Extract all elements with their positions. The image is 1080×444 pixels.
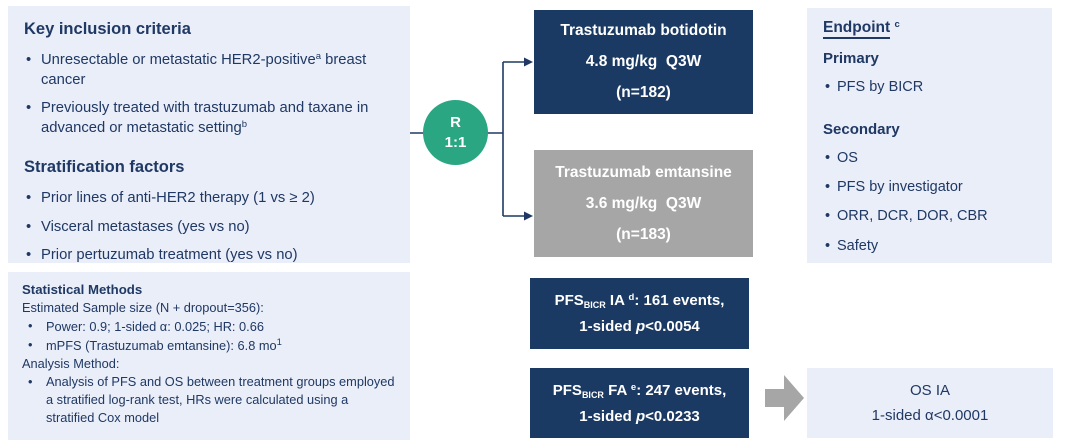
randomization-letter: R — [450, 114, 461, 131]
os-ia-line1: OS IA — [909, 382, 950, 399]
list-item: mPFS (Trastuzumab emtansine): 6.8 mo1 — [22, 336, 398, 355]
stratification-list: Prior lines of anti-HER2 therapy (1 vs ≥… — [24, 189, 396, 266]
secondary-endpoint-label: Secondary — [823, 121, 900, 139]
stats-sample-line: Estimated Sample size (N + dropout=356): — [22, 300, 264, 316]
stats-title: Statistical Methods — [22, 282, 143, 297]
arm-n: (n=182) — [616, 84, 671, 101]
arm-dose: 3.6 mg/kg Q3W — [585, 194, 702, 212]
arrowhead-top-icon — [524, 57, 533, 67]
list-item: ORR, DCR, DOR, CBR — [823, 207, 1040, 226]
endpoints-panel: Endpoint c Primary PFS by BICR Secondary… — [807, 8, 1052, 263]
primary-endpoint-list: PFS by BICR — [823, 78, 1040, 97]
inclusion-list: Unresectable or metastatic HER2-positive… — [24, 51, 396, 138]
os-interim-analysis-box: OS IA 1-sided α<0.0001 — [807, 368, 1053, 438]
arm-name: Trastuzumab botidotin — [560, 22, 727, 39]
randomization-badge: R 1:1 — [423, 100, 488, 165]
flow-arrow-icon — [765, 375, 804, 421]
arrowhead-bottom-icon — [524, 211, 533, 221]
inclusion-title: Key inclusion criteria — [24, 20, 191, 38]
list-item: Prior pertuzumab treatment (yes vs no) — [24, 246, 396, 266]
pfs-fa-line2: 1-sided p<0.0233 — [579, 407, 700, 425]
primary-endpoint-label: Primary — [823, 50, 879, 67]
inclusion-criteria-panel: Key inclusion criteria Unresectable or m… — [8, 6, 410, 266]
pfs-ia-line1: PFSBICR IA d: 161 events, — [554, 292, 725, 310]
pfs-fa-line1: PFSBICR FA e: 247 events, — [552, 381, 727, 400]
list-item: Unresectable or metastatic HER2-positive… — [24, 51, 396, 90]
list-item: Power: 0.9; 1-sided α: 0.025; HR: 0.66 — [22, 317, 398, 336]
secondary-endpoint-list: OS PFS by investigator ORR, DCR, DOR, CB… — [823, 149, 1040, 256]
list-item: PFS by BICR — [823, 78, 1040, 97]
list-item: Analysis of PFS and OS between treatment… — [22, 373, 398, 427]
statistical-methods-panel: Statistical Methods Estimated Sample siz… — [8, 272, 410, 440]
os-ia-line2: 1-sided α<0.0001 — [871, 407, 989, 424]
list-item: PFS by investigator — [823, 178, 1040, 197]
stats-method-list: Analysis of PFS and OS between treatment… — [22, 373, 398, 427]
list-item: Prior lines of anti-HER2 therapy (1 vs ≥… — [24, 189, 396, 209]
arm-dose: 4.8 mg/kg Q3W — [585, 53, 702, 70]
list-item: Visceral metastases (yes vs no) — [24, 218, 396, 238]
list-item: Safety — [823, 237, 1040, 256]
pfs-final-analysis-box: PFSBICR FA e: 247 events, 1-sided p<0.02… — [530, 368, 749, 438]
arm-name: Trastuzumab emtansine — [555, 163, 732, 181]
endpoint-title: Endpoint c — [823, 19, 1040, 39]
stats-sample-list: Power: 0.9; 1-sided α: 0.025; HR: 0.66 m… — [22, 317, 398, 355]
arm-trastuzumab-emtansine-box: Trastuzumab emtansine 3.6 mg/kg Q3W (n=1… — [534, 150, 753, 257]
randomization-ratio: 1:1 — [444, 133, 467, 151]
list-item: OS — [823, 149, 1040, 168]
stats-method-line: Analysis Method: — [22, 356, 120, 372]
pfs-interim-analysis-box: PFSBICR IA d: 161 events, 1-sided p<0.00… — [530, 278, 749, 349]
arm-trastuzumab-botidotin-box: Trastuzumab botidotin 4.8 mg/kg Q3W (n=1… — [534, 10, 753, 114]
list-item: Previously treated with trastuzumab and … — [24, 99, 396, 138]
stratification-title: Stratification factors — [24, 158, 185, 177]
arm-n: (n=183) — [616, 225, 671, 243]
pfs-ia-line2: 1-sided p<0.0054 — [579, 318, 700, 335]
